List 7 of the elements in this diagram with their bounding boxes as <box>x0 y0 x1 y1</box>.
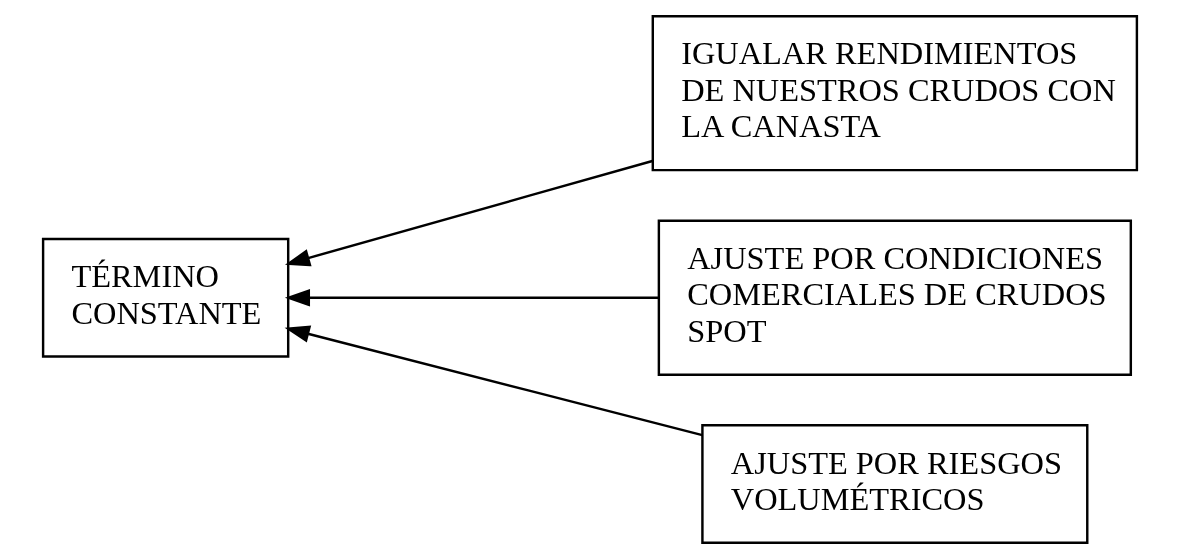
node-box: TÉRMINO CONSTANTE <box>41 237 289 358</box>
node-box: AJUSTE POR CONDICIONES COMERCIALES DE CRUDOS SPOT <box>657 219 1132 376</box>
arrow <box>284 159 653 267</box>
arrow <box>284 288 658 307</box>
node-box: AJUSTE POR RIESGOS VOLUMÉTRICOS <box>700 424 1088 545</box>
node-box: IGUALAR RENDIMIENTOS DE NUESTROS CRUDOS CON LA CANASTA <box>651 14 1138 172</box>
arrow <box>284 325 703 437</box>
